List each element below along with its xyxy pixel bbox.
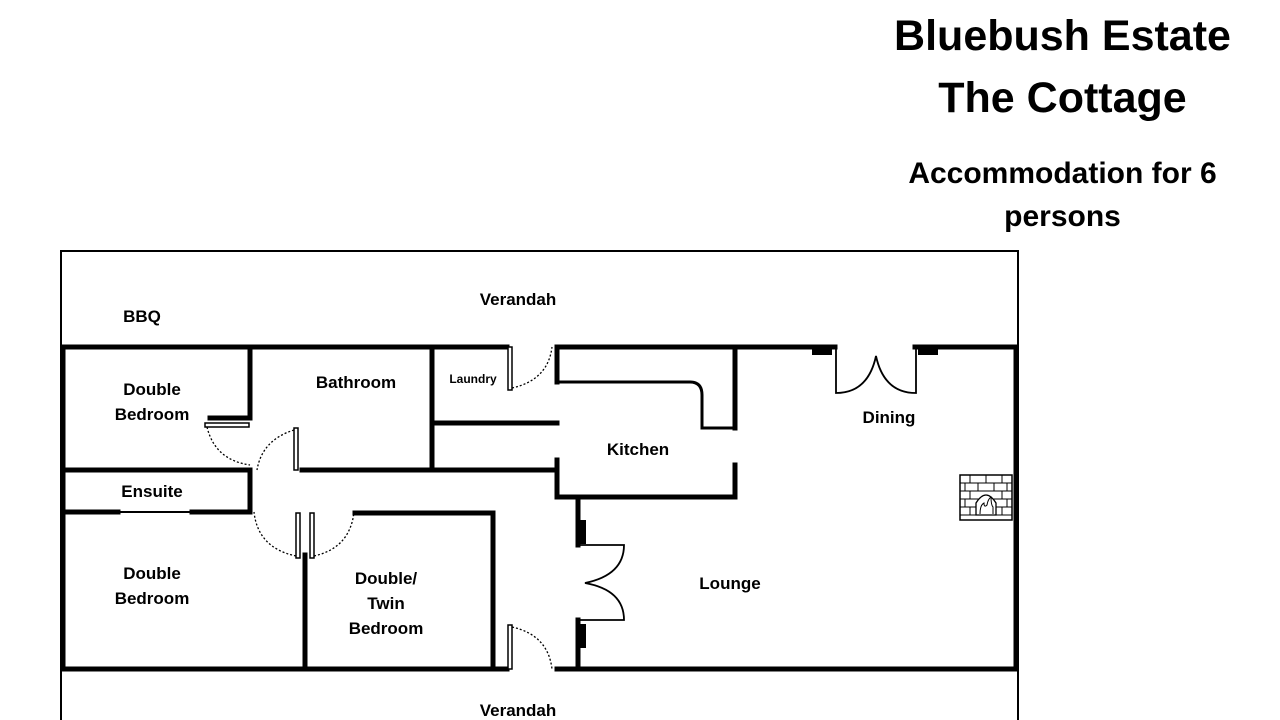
label-verandah-top: Verandah bbox=[480, 290, 557, 309]
fireplace-icon bbox=[959, 474, 1013, 521]
label-ensuite: Ensuite bbox=[121, 482, 182, 501]
interior-walls bbox=[60, 344, 738, 672]
label-bathroom: Bathroom bbox=[316, 373, 396, 392]
label-bedroom2-line1: Double bbox=[123, 564, 181, 583]
title-cottage: The Cottage bbox=[938, 74, 1187, 122]
label-bedroom3-line3: Bedroom bbox=[349, 619, 424, 638]
label-bedroom1-line1: Double bbox=[123, 380, 181, 399]
label-laundry: Laundry bbox=[449, 372, 497, 386]
label-bedroom3-line1: Double/ bbox=[355, 569, 418, 588]
label-dining: Dining bbox=[863, 408, 916, 427]
label-verandah-bottom: Verandah bbox=[480, 701, 557, 720]
subtitle-accommodation: Accommodation for 6 bbox=[908, 157, 1217, 190]
exterior-walls bbox=[60, 344, 1019, 672]
verandah-outline bbox=[60, 250, 1019, 720]
label-bedroom3-line2: Twin bbox=[367, 594, 404, 613]
label-kitchen: Kitchen bbox=[607, 440, 669, 459]
label-bbq: BBQ bbox=[123, 307, 161, 326]
label-bedroom2-line2: Bedroom bbox=[115, 589, 190, 608]
label-bedroom1-line2: Bedroom bbox=[115, 405, 190, 424]
title-estate: Bluebush Estate bbox=[894, 12, 1231, 60]
doors bbox=[204, 346, 917, 670]
label-lounge: Lounge bbox=[699, 574, 760, 593]
subtitle-persons: persons bbox=[1004, 200, 1121, 233]
